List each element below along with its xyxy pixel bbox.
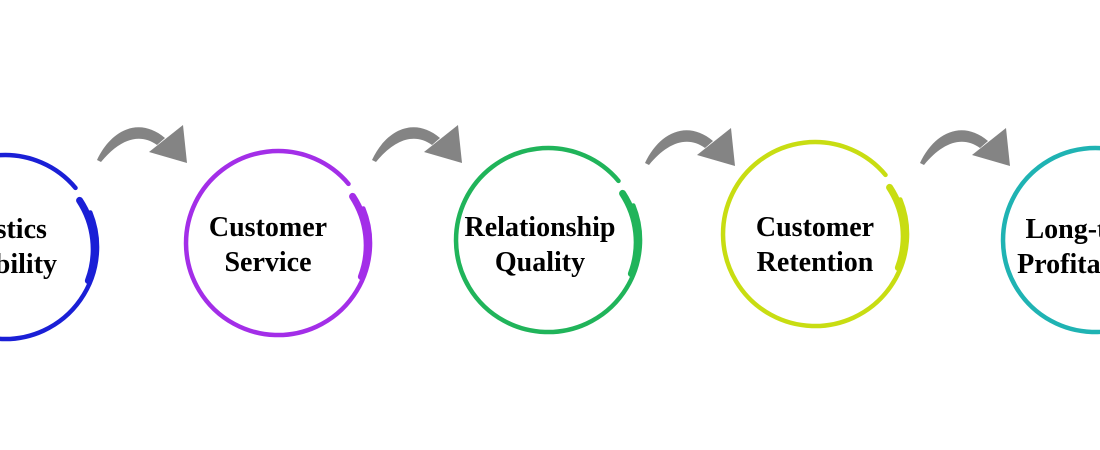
stage-2-line-2: Service: [224, 247, 312, 278]
flow-arrow-4: [920, 128, 1010, 166]
stage-circle-2: [183, 148, 373, 338]
stage-2-line-1: Customer: [208, 212, 328, 243]
flow-arrow-3: [645, 128, 735, 166]
stage-3-line-2: Quality: [494, 247, 586, 278]
stage-label-3: Relationship Quality: [430, 210, 650, 280]
stage-label-4: Customer Retention: [705, 210, 925, 280]
stage-circle-1: [0, 152, 100, 342]
flow-arrow-2: [372, 125, 462, 163]
stage-5-line-1: Long-term: [1025, 214, 1100, 245]
stage-circles: [0, 139, 1100, 342]
stage-4-line-2: Retention: [756, 247, 874, 278]
stage-label-2: Customer Service: [158, 210, 378, 280]
stage-circle-5: [1000, 145, 1100, 335]
stage-1-line-2: Capability: [0, 249, 58, 280]
stage-circle-3: [453, 145, 643, 335]
flow-arrow-1: [97, 125, 187, 163]
stage-1-line-1: Logistics: [0, 214, 47, 245]
stage-label-5: Long-term Profitability: [980, 212, 1100, 282]
flow-arrows: [97, 125, 1010, 166]
stage-circle-4: [720, 139, 910, 329]
stage-3-line-1: Relationship: [464, 212, 616, 243]
stage-4-line-1: Customer: [755, 212, 875, 243]
stage-label-1: Logistics Capability: [0, 212, 104, 282]
stage-5-line-2: Profitability: [1017, 249, 1100, 280]
